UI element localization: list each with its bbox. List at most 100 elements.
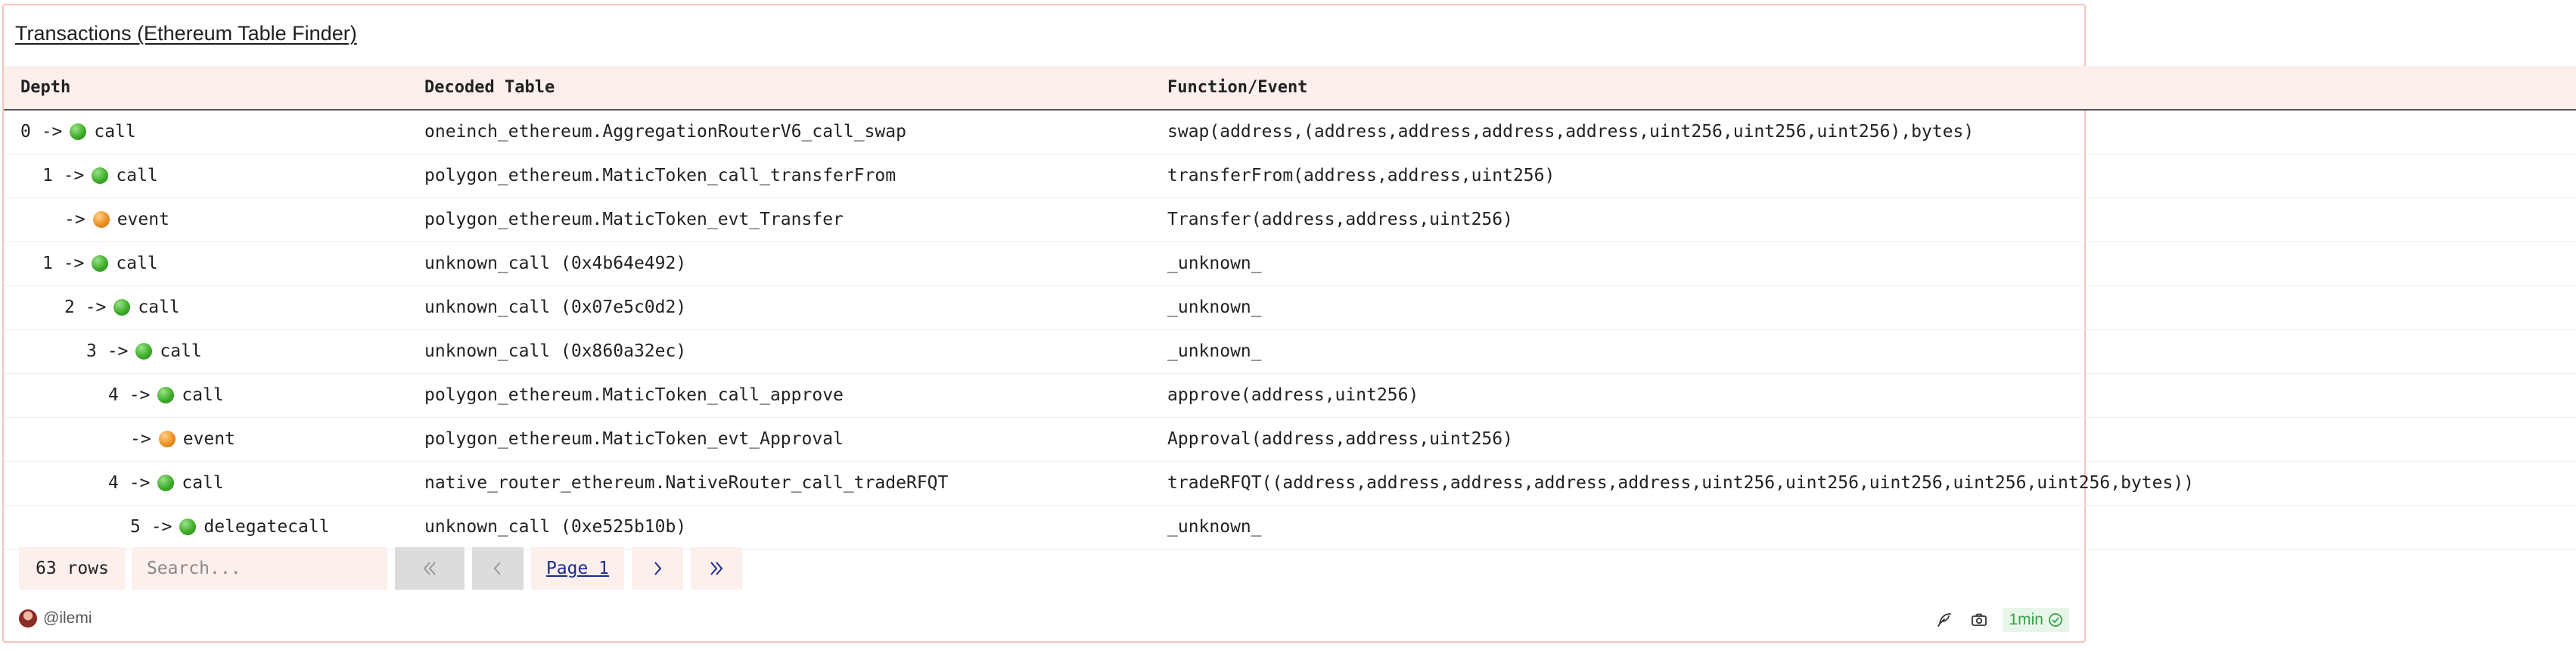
last-page-button[interactable] bbox=[691, 547, 743, 590]
cell-depth: -> event bbox=[4, 417, 408, 461]
table-row[interactable]: -> event polygon_ethereum.MaticToken_evt_A… bbox=[4, 417, 2576, 461]
depth-prefix: 5 -> bbox=[130, 517, 172, 537]
depth-prefix: -> bbox=[64, 210, 85, 229]
trace-kind: call bbox=[138, 297, 180, 317]
double-chevron-left-icon bbox=[423, 562, 436, 575]
depth-prefix: -> bbox=[130, 429, 151, 449]
event-dot-icon bbox=[158, 431, 176, 447]
depth-indicator: 4 -> call bbox=[20, 385, 408, 405]
chevron-right-icon bbox=[654, 562, 662, 575]
depth-prefix: 2 -> bbox=[64, 297, 107, 317]
trace-kind: event bbox=[117, 210, 169, 229]
cell-function-event: tradeRFQT((address,address,address,addre… bbox=[1167, 473, 2195, 493]
page-indicator[interactable]: Page 1 bbox=[530, 547, 625, 590]
check-circle-icon bbox=[2049, 613, 2062, 627]
table-row[interactable]: 1 -> call polygon_ethereum.MaticToken_call… bbox=[4, 154, 2576, 198]
table-body: 0 -> call oneinch_ethereum.AggregationRout… bbox=[4, 110, 2576, 549]
cell-depth: 2 -> call bbox=[4, 285, 408, 329]
cell-function-event: approve(address,uint256) bbox=[1167, 385, 1419, 405]
depth-prefix: 1 -> bbox=[42, 254, 85, 273]
call-dot-icon bbox=[70, 123, 87, 141]
row-count: 63 rows bbox=[19, 547, 126, 590]
avatar bbox=[19, 609, 37, 628]
trace-kind: event bbox=[182, 429, 235, 449]
depth-indicator: 2 -> call bbox=[20, 297, 408, 317]
table-row[interactable]: 4 -> call polygon_ethereum.MaticToken_call… bbox=[4, 373, 2576, 417]
feather-icon[interactable] bbox=[1933, 609, 1956, 631]
trace-kind: call bbox=[94, 122, 136, 142]
transactions-table: Depth Decoded Table Function/Event 0 -> c… bbox=[4, 66, 2576, 550]
camera-icon[interactable] bbox=[1968, 609, 1990, 631]
table-row[interactable]: 0 -> call oneinch_ethereum.AggregationRout… bbox=[4, 110, 2576, 154]
cell-decoded-table: oneinch_ethereum.AggregationRouterV6_cal… bbox=[424, 122, 906, 142]
call-dot-icon bbox=[179, 519, 197, 535]
column-header-depth[interactable]: Depth bbox=[4, 66, 408, 111]
cell-function-event: _unknown_ bbox=[1167, 341, 1262, 361]
search-input[interactable] bbox=[131, 547, 387, 590]
cell-decoded-table: polygon_ethereum.MaticToken_call_approve bbox=[424, 385, 844, 405]
depth-indicator: -> event bbox=[20, 210, 408, 229]
depth-indicator: 4 -> call bbox=[20, 473, 408, 493]
depth-indicator: 5 ->delegatecall bbox=[20, 517, 408, 537]
prev-page-button[interactable] bbox=[471, 547, 524, 590]
cell-decoded-table: unknown_call (0x07e5c0d2) bbox=[424, 297, 687, 317]
cell-function-event: Approval(address,address,uint256) bbox=[1167, 429, 1513, 449]
table-scroll-area[interactable]: Depth Decoded Table Function/Event 0 -> c… bbox=[4, 66, 2576, 549]
next-page-button[interactable] bbox=[632, 547, 684, 590]
cell-depth: 1 ->call bbox=[4, 241, 408, 285]
username: @ilemi bbox=[43, 609, 92, 627]
depth-indicator: 1 ->call bbox=[20, 254, 408, 273]
trace-kind: call bbox=[182, 385, 224, 405]
depth-prefix: 4 -> bbox=[108, 473, 151, 493]
cell-function-event: Transfer(address,address,uint256) bbox=[1167, 210, 1513, 229]
first-page-button[interactable] bbox=[394, 547, 465, 590]
cell-decoded-table: unknown_call (0xe525b10b) bbox=[424, 517, 687, 537]
trace-kind: call bbox=[160, 341, 202, 361]
cell-depth: 3 -> call bbox=[4, 329, 408, 373]
call-dot-icon bbox=[92, 255, 109, 272]
cell-depth: 4 -> call bbox=[4, 461, 408, 505]
panel-title[interactable]: Transactions (Ethereum Table Finder) bbox=[15, 22, 357, 45]
table-row[interactable]: 5 ->delegatecall unknown_call (0xe525b10b… bbox=[4, 505, 2576, 549]
table-controls: 63 rows Page 1 bbox=[19, 547, 750, 590]
cell-decoded-table: native_router_ethereum.NativeRouter_call… bbox=[424, 473, 949, 493]
depth-indicator: -> event bbox=[20, 429, 408, 449]
call-dot-icon bbox=[113, 299, 131, 316]
depth-prefix: 4 -> bbox=[108, 385, 151, 405]
cell-function-event: transferFrom(address,address,uint256) bbox=[1167, 166, 1555, 185]
table-row[interactable]: 3 -> call unknown_call (0x860a32ec) _unknow… bbox=[4, 329, 2576, 373]
event-dot-icon bbox=[92, 211, 110, 228]
transactions-panel: Transactions (Ethereum Table Finder) Dep… bbox=[2, 4, 2576, 643]
double-chevron-right-icon bbox=[710, 562, 723, 575]
cell-decoded-table: unknown_call (0x4b64e492) bbox=[424, 254, 687, 273]
depth-indicator: 3 -> call bbox=[20, 341, 408, 361]
depth-indicator: 1 -> call bbox=[20, 166, 408, 185]
column-header-decoded-table[interactable]: Decoded Table bbox=[408, 66, 1151, 111]
call-dot-icon bbox=[92, 167, 109, 184]
panel-tools: 1min bbox=[1921, 608, 2069, 632]
cell-depth: -> event bbox=[4, 198, 408, 241]
panel-footer: @ilemi 1min bbox=[4, 603, 2084, 637]
cell-decoded-table: polygon_ethereum.MaticToken_call_transfe… bbox=[424, 166, 896, 185]
depth-prefix: 1 -> bbox=[42, 166, 85, 185]
cell-function-event: _unknown_ bbox=[1167, 517, 1262, 537]
trace-kind: call bbox=[116, 166, 158, 185]
cell-decoded-table: polygon_ethereum.MaticToken_evt_Approval bbox=[424, 429, 844, 449]
table-row[interactable]: 4 -> call native_router_ethereum.NativeRou… bbox=[4, 461, 2576, 505]
author[interactable]: @ilemi bbox=[19, 609, 92, 628]
cell-decoded-table: unknown_call (0x860a32ec) bbox=[424, 341, 687, 361]
cell-depth: 1 -> call bbox=[4, 154, 408, 198]
refresh-status-badge[interactable]: 1min bbox=[2003, 608, 2069, 632]
chevron-left-icon bbox=[493, 562, 501, 575]
call-dot-icon bbox=[157, 387, 175, 403]
call-dot-icon bbox=[135, 343, 153, 360]
refresh-label: 1min bbox=[2009, 611, 2043, 628]
column-header-function-event[interactable]: Function/Event bbox=[1151, 66, 2576, 111]
trace-kind: call bbox=[182, 473, 224, 493]
depth-prefix: 3 -> bbox=[86, 341, 129, 361]
cell-depth: 5 ->delegatecall bbox=[4, 505, 408, 549]
depth-prefix: 0 -> bbox=[20, 122, 63, 142]
